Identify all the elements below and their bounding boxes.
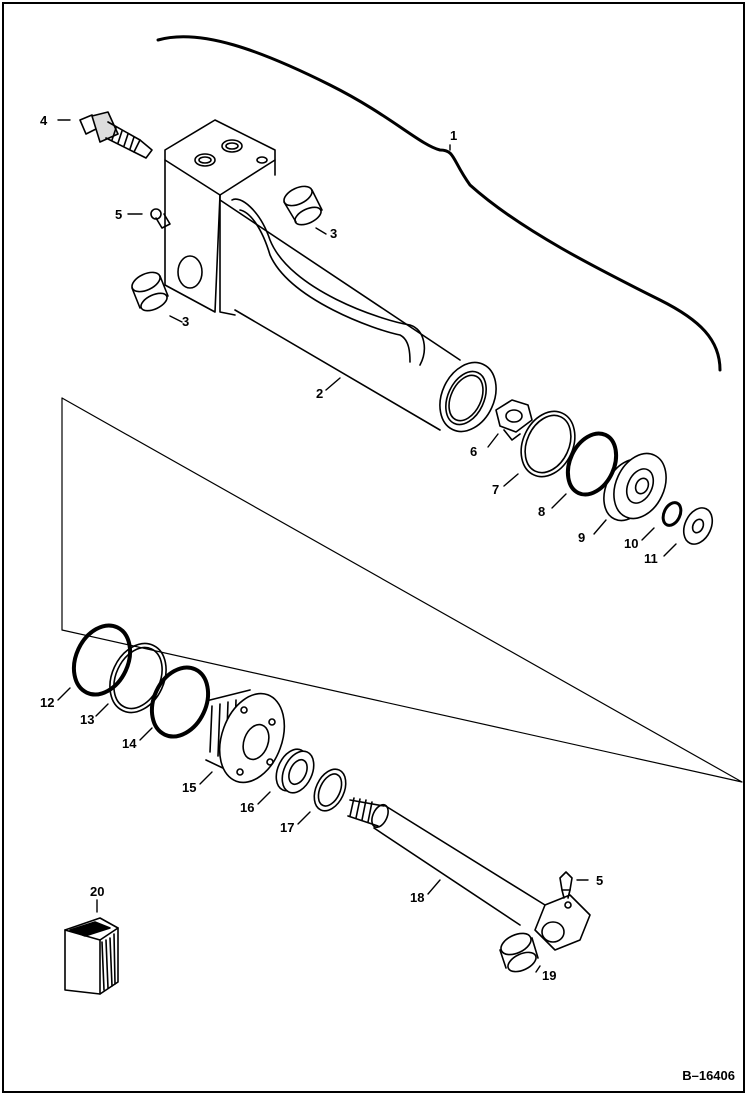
- callout-1: 1: [450, 128, 457, 143]
- callout-5-upper: 5: [115, 207, 122, 222]
- relief-valve-part-4: [79, 111, 153, 159]
- callout-12: 12: [40, 695, 54, 710]
- callout-16: 16: [240, 800, 254, 815]
- callout-5-lower: 5: [596, 873, 603, 888]
- callout-labels: 1 2 3 3 4 5 5 6 7 8 9 10 11 12 13 14 15 …: [40, 113, 658, 983]
- callout-7: 7: [492, 482, 499, 497]
- assembly-bracket: [156, 35, 722, 372]
- oring-part-14: [149, 665, 211, 739]
- bushing-part-3-upper: [283, 185, 323, 226]
- rod-part-18: [347, 797, 546, 926]
- nut-part-6: [495, 399, 533, 441]
- ring-part-7-inner: [524, 414, 572, 474]
- wiper-part-17: [313, 768, 347, 812]
- callout-17: 17: [280, 820, 294, 835]
- callout-20: 20: [90, 884, 104, 899]
- seal-part-16: [275, 748, 315, 794]
- ring-part-13: [109, 642, 167, 714]
- grease-fitting-part-5-upper: [150, 208, 171, 229]
- gland-part-15: [205, 689, 286, 784]
- bushing-part-3-lower: [131, 271, 169, 312]
- oring-part-12: [71, 623, 133, 697]
- callout-13: 13: [80, 712, 94, 727]
- bushing-part-19: [499, 932, 539, 973]
- callout-3-upper: 3: [330, 226, 337, 241]
- callout-11: 11: [644, 551, 658, 566]
- callout-8: 8: [538, 504, 545, 519]
- callout-9: 9: [578, 530, 585, 545]
- grease-fitting-part-5-lower: [559, 871, 573, 899]
- callout-4: 4: [40, 113, 48, 128]
- callout-15: 15: [182, 780, 196, 795]
- reference-plane: [61, 397, 743, 783]
- callout-6: 6: [470, 444, 477, 459]
- callout-18: 18: [410, 890, 424, 905]
- document-id: B–16406: [682, 1068, 735, 1083]
- callout-10: 10: [624, 536, 638, 551]
- cylinder-barrel-part-2: [164, 119, 497, 433]
- callout-2: 2: [316, 386, 323, 401]
- washer-part-11: [682, 507, 714, 545]
- seal-kit-part-20: [64, 917, 119, 995]
- piston-part-9: [603, 452, 667, 522]
- callout-3-lower: 3: [182, 314, 189, 329]
- callout-14: 14: [122, 736, 137, 751]
- rod-eye: [534, 894, 591, 951]
- leader-lines: [57, 119, 677, 973]
- ring-part-10: [661, 501, 683, 527]
- callout-19: 19: [542, 968, 556, 983]
- wiper-part-17-inner: [317, 773, 343, 807]
- washer-part-11-hole: [691, 518, 705, 534]
